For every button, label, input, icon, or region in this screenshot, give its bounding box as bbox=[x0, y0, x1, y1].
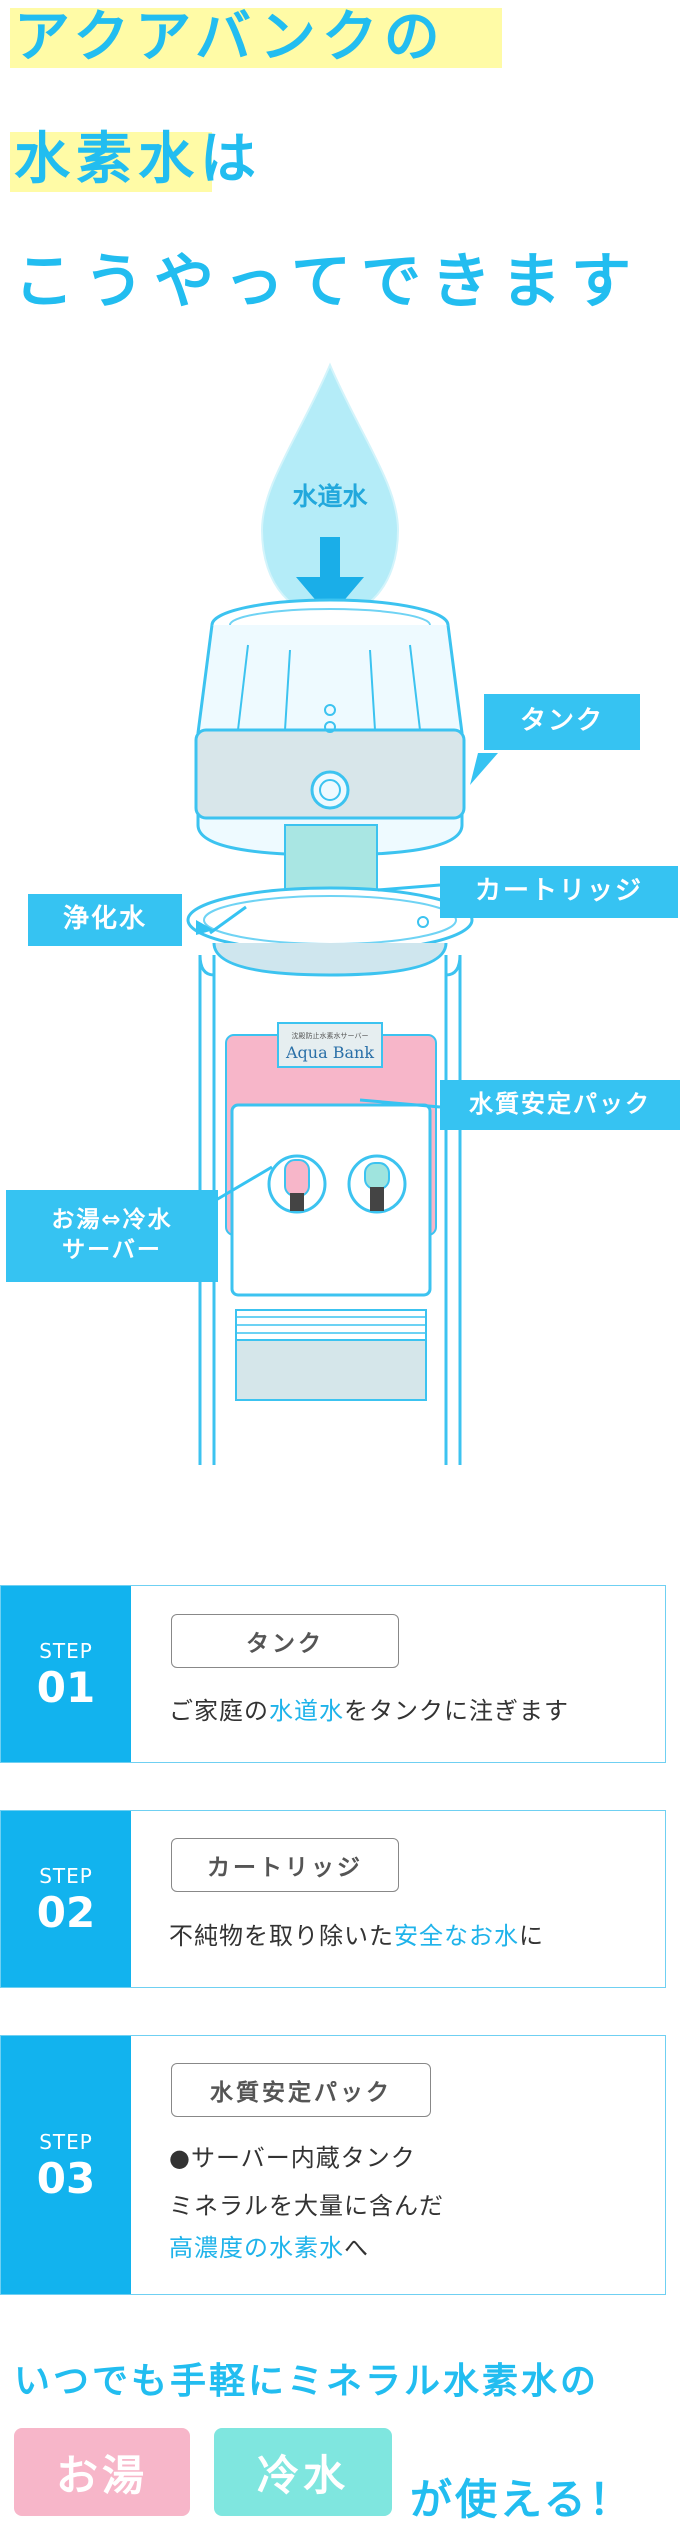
server-label-line-1: お湯⇔冷水 bbox=[51, 1207, 173, 1234]
heading-highlight-text: 水素水 bbox=[14, 127, 200, 192]
label-tank: タンク bbox=[484, 694, 640, 750]
label-purified-water: 浄化水 bbox=[28, 894, 182, 946]
heading-line-2: 水素水は bbox=[14, 132, 262, 188]
basin-top bbox=[186, 886, 474, 954]
hot-water-badge: お湯 bbox=[14, 2428, 190, 2516]
arrow-down-icon bbox=[296, 577, 364, 617]
water-server-diagram: 水道水 沈殿防止水素水サーバー Aqua Bank bbox=[186, 362, 498, 1465]
label-cartridge: カートリッジ bbox=[440, 866, 678, 918]
footer-line-1: いつでも手軽にミネラル水素水の bbox=[14, 2361, 600, 2402]
step-desc-3-line-2: ミネラルを大量に含んだ bbox=[169, 2192, 444, 2220]
step-tag-tank: タンク bbox=[171, 1614, 399, 1668]
heading-highlight-2 bbox=[10, 132, 212, 192]
cold-water-badge: 冷水 bbox=[214, 2428, 392, 2516]
heading-line-3: こうやってできます bbox=[14, 247, 641, 317]
step-desc-2: 不純物を取り除いた安全なお水に bbox=[169, 1922, 544, 1950]
label-stabilizer-pack: 水質安定パック bbox=[440, 1080, 680, 1130]
tank-valve-icon bbox=[310, 770, 350, 810]
brand-logo: Aqua Bank bbox=[285, 1043, 374, 1062]
arrow-shaft bbox=[320, 537, 340, 577]
heading-line-2-rest: は bbox=[200, 127, 262, 192]
label-hot-cold-server: お湯⇔冷水 サーバー bbox=[6, 1190, 218, 1282]
step-tag-stabilizer-pack: 水質安定パック bbox=[171, 2063, 431, 2117]
step-tag-cartridge: カートリッジ bbox=[171, 1838, 399, 1892]
svg-text:沈殿防止水素水サーバー: 沈殿防止水素水サーバー bbox=[292, 1031, 369, 1040]
drop-label: 水道水 bbox=[292, 482, 368, 511]
server-label-line-2: サーバー bbox=[62, 1237, 162, 1263]
footer-tail: が使える！ bbox=[410, 2475, 634, 2524]
brand-plate bbox=[277, 1022, 383, 1068]
step-desc-3-line-3: 高濃度の水素水へ bbox=[169, 2234, 369, 2262]
step-desc-1: ご家庭の水道水をタンクに注ぎます bbox=[169, 1697, 569, 1725]
heading-highlight-1 bbox=[10, 8, 502, 68]
step-desc-3-line-1: ●サーバー内蔵タンク bbox=[169, 2144, 416, 2172]
heading-line-1: アクアバンクの bbox=[14, 5, 446, 70]
